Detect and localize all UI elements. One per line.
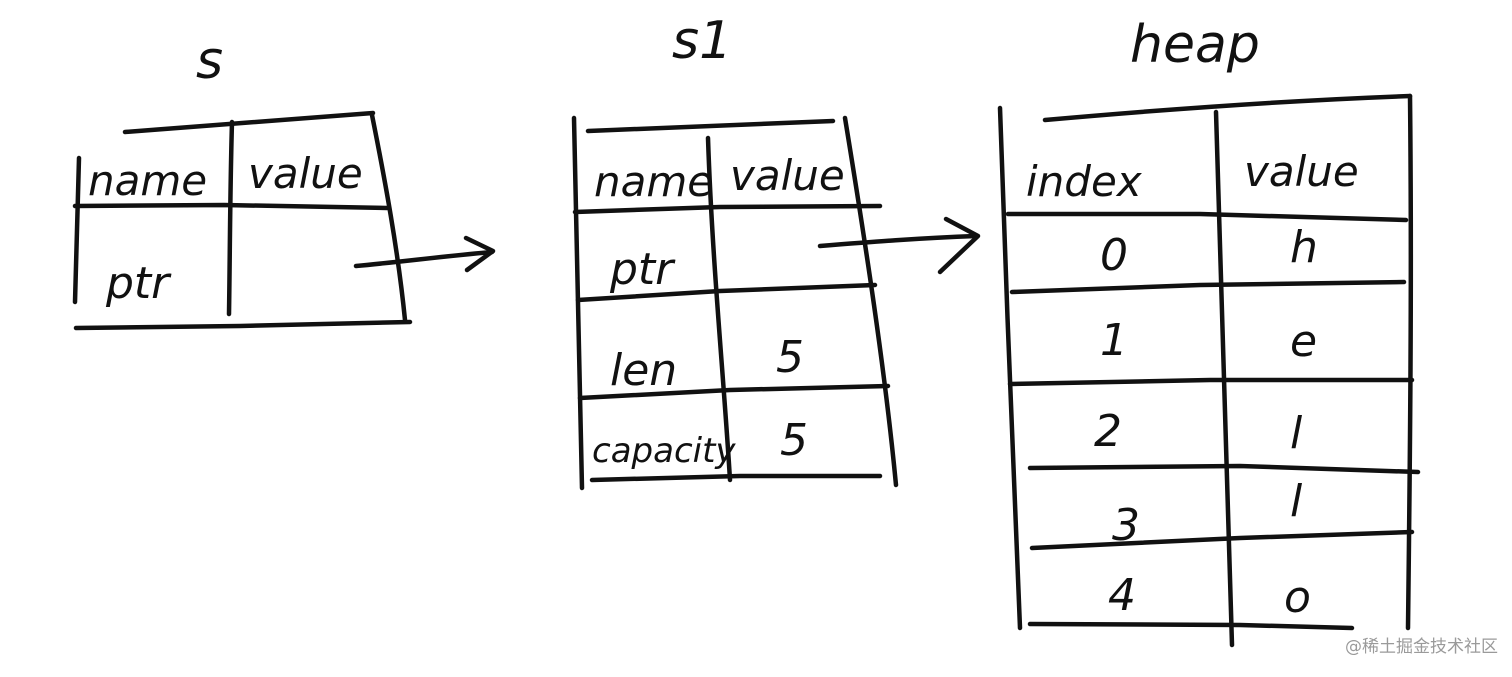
table-heap: heap index value 0 h 1 e 2 l 3 l 4 o [997, 15, 1421, 648]
table-heap-title: heap [1130, 15, 1260, 75]
table-s1-cell-capacity: capacity [592, 431, 736, 471]
table-s1-cell-len: len [610, 345, 677, 396]
table-heap-cell-index-1: 1 [1100, 315, 1128, 366]
arrow-s-to-s1 [353, 249, 495, 269]
table-heap-cell-index-2: 2 [1094, 406, 1122, 457]
table-heap-cell-index-4: 4 [1108, 570, 1136, 621]
table-heap-cell-value-1: e [1290, 316, 1317, 367]
table-heap-cell-index-3: 3 [1112, 500, 1140, 551]
arrow-s1-to-heap [817, 233, 979, 249]
table-heap-cell-value-4: o [1284, 572, 1311, 623]
table-s1-cell-len-value: 5 [776, 332, 804, 383]
table-s-header-value: value [248, 149, 363, 198]
table-s1-cell-capacity-value: 5 [780, 415, 808, 466]
table-s-cell-ptr: ptr [105, 258, 172, 309]
table-heap-header-value: value [1244, 147, 1359, 196]
table-s1: s1 name value ptr len 5 capacity 5 [571, 11, 981, 491]
table-s-header-name: name [88, 156, 207, 205]
table-s-title: s [196, 31, 223, 91]
table-heap-cell-value-0: h [1290, 222, 1318, 273]
table-heap-cell-index-0: 0 [1100, 230, 1128, 281]
table-s1-header-name: name [594, 157, 713, 206]
table-s1-cell-ptr: ptr [609, 244, 676, 295]
table-heap-cell-value-3: l [1290, 476, 1303, 527]
table-heap-cell-value-2: l [1290, 408, 1303, 459]
table-s: s name value ptr [72, 31, 496, 331]
table-s1-title: s1 [672, 11, 732, 71]
table-s1-header-value: value [730, 151, 845, 200]
watermark: @稀土掘金技术社区 [1345, 637, 1498, 657]
table-heap-header-index: index [1026, 157, 1143, 206]
